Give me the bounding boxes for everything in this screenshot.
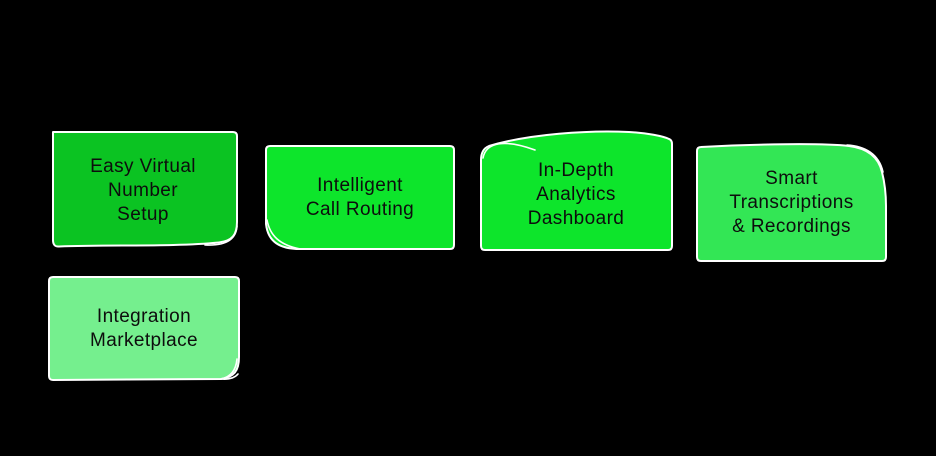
page-curl-icon (846, 144, 884, 173)
page-curl-tip-icon (220, 373, 239, 380)
sticky-note-shape (480, 130, 673, 251)
sticky-note-shape (52, 131, 238, 248)
page-curl-icon (204, 225, 238, 246)
sticky-note-face (265, 145, 455, 250)
feature-card-integration-marketplace[interactable]: Integration Marketplace (47, 275, 241, 383)
sticky-note-face (52, 131, 238, 248)
sticky-note-shape (696, 143, 887, 262)
sticky-note-face (696, 143, 887, 262)
feature-card-smart-transcriptions-recordings[interactable]: Smart Transcriptions & Recordings (695, 142, 888, 263)
sticky-note-shape (265, 145, 455, 250)
sticky-note-face (48, 276, 240, 381)
feature-card-easy-virtual-number-setup[interactable]: Easy Virtual Number Setup (47, 130, 239, 252)
page-curl-icon (266, 219, 301, 250)
page-curl-icon (482, 142, 536, 159)
sticky-note-shape (48, 276, 240, 381)
sticky-note-face (480, 130, 673, 251)
feature-card-in-depth-analytics-dashboard[interactable]: In-Depth Analytics Dashboard (479, 128, 673, 252)
feature-card-intelligent-call-routing[interactable]: Intelligent Call Routing (264, 144, 456, 251)
